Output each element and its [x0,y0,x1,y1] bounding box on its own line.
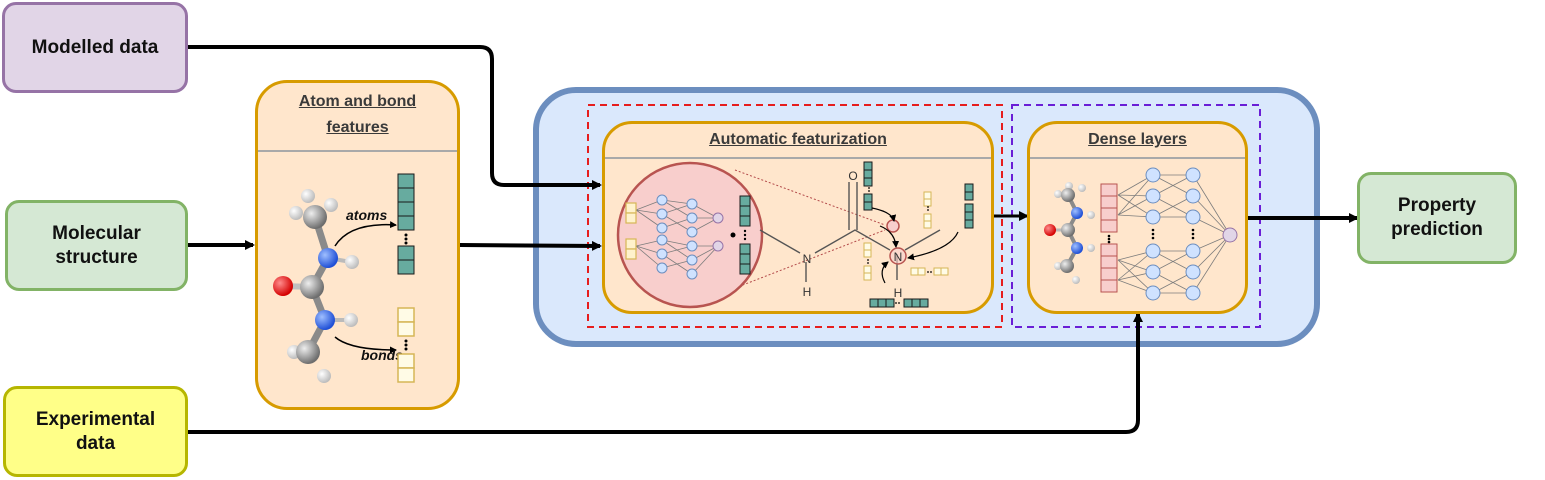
panel-divider [605,157,991,159]
modelled-data-box: Modelled data [2,2,188,93]
bonds-pointer-arrow [334,336,397,354]
focus-atom-ring [889,247,907,265]
experimental-data-label: Experimental data [35,408,156,454]
small-molecule-icon [1044,182,1095,284]
mini-neural-network [625,194,751,280]
atom-h-left-label: H [803,285,812,299]
arrow-features-to-model [459,240,602,251]
experimental-data-box: Experimental data [3,386,188,477]
message-arrows [871,207,959,284]
skeletal-molecule [759,182,941,282]
atom-n-left-label: N [803,252,812,266]
panel-divider [1030,157,1245,159]
arrow-modelled-to-model [188,45,602,190]
molecular-structure-box: Molecular structure [5,200,188,291]
atom-feature-vector [397,173,415,275]
neighbor-atom-marker [886,219,900,233]
zoom-dotted-lines [734,169,886,289]
property-prediction-label: Property prediction [1391,195,1483,240]
atom-bond-features-title: Atom and bond features [298,93,417,136]
dense-layers-panel: Dense layers [1027,121,1248,314]
automatic-featurization-title: Automatic featurization [709,131,887,148]
molecular-structure-label: Molecular structure [52,222,141,268]
bond-feature-vector [397,307,415,383]
atom-o-label: O [848,169,857,183]
property-prediction-box: Property prediction [1357,172,1517,264]
atom-n-right-label: N [894,250,903,264]
modelled-data-label: Modelled data [31,36,159,58]
bond-vectors-featurization [863,191,949,281]
bonds-label: bonds [361,347,403,363]
atoms-pointer-arrow [334,221,397,247]
atom-h-right-label: H [894,286,903,300]
dense-neural-network [1100,167,1238,301]
featurization-region-dashed [587,104,1003,328]
arrow-experimental-to-dense [188,312,1143,434]
atoms-label: atoms [346,207,387,223]
panel-divider [258,150,457,152]
atom-vectors-featurization [863,161,974,308]
molecule-3d-icon [273,189,359,383]
dense-layers-title: Dense layers [1088,131,1187,148]
